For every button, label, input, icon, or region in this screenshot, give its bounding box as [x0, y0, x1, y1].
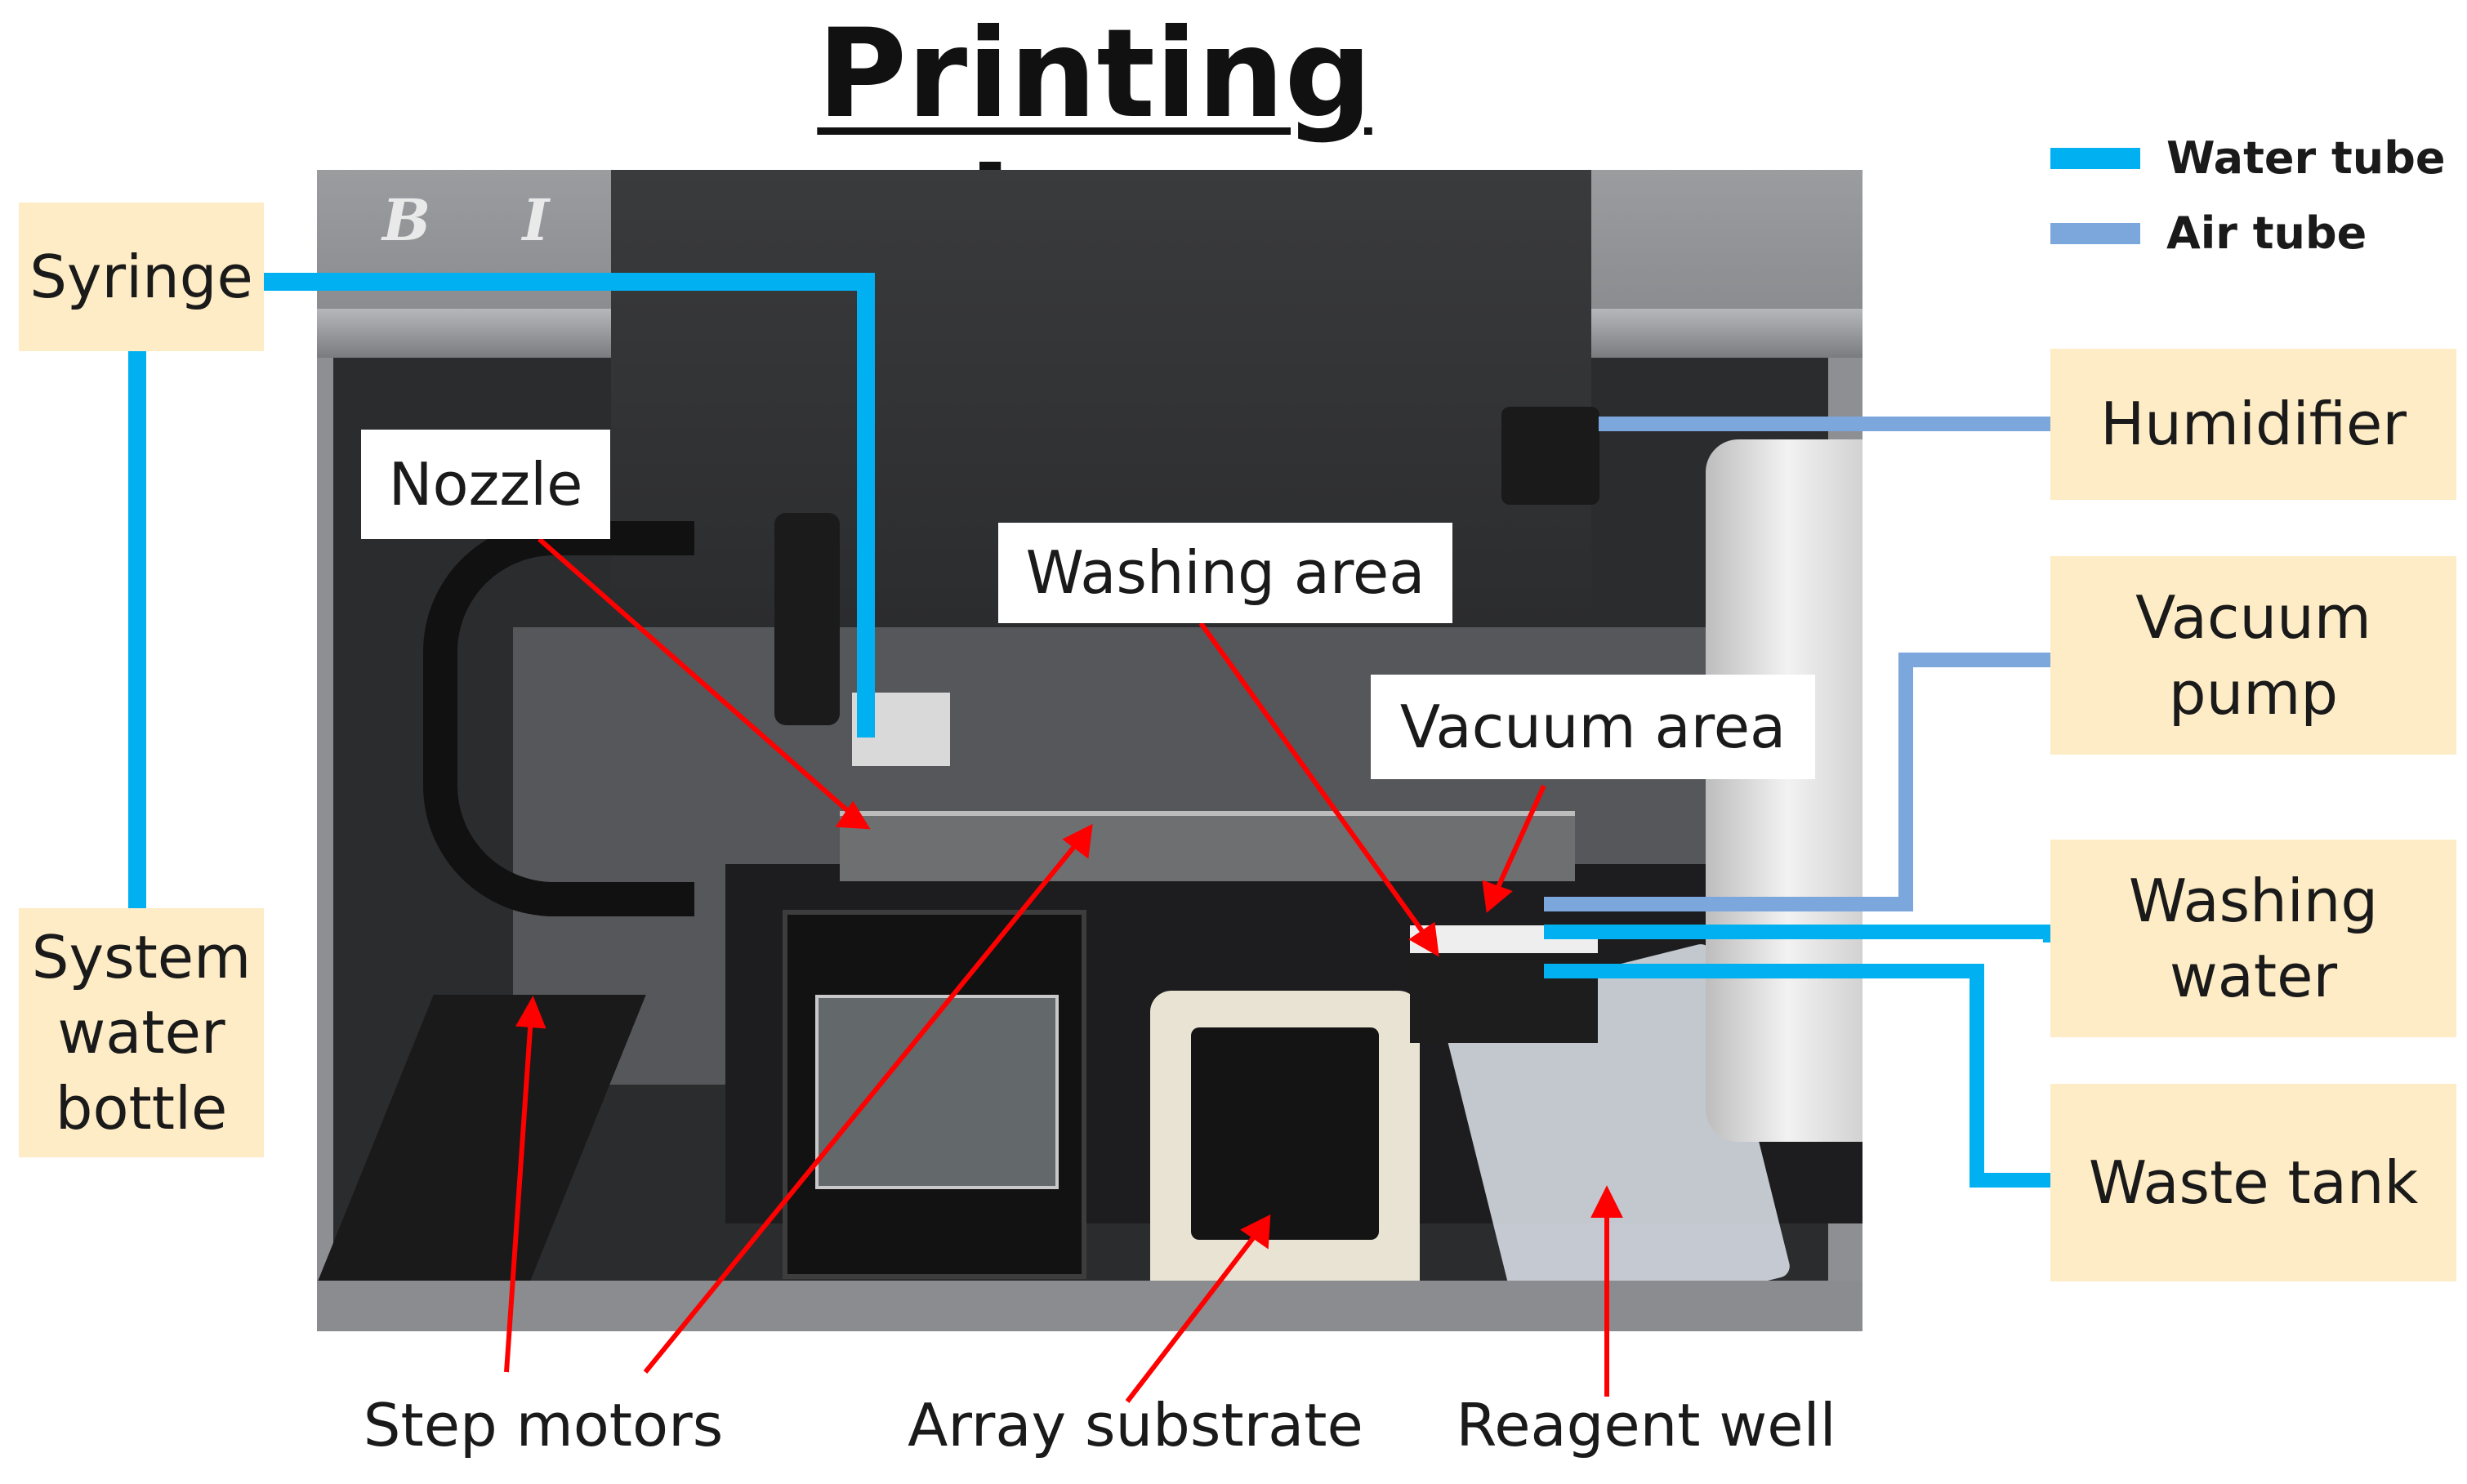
system-water-bottle-line-2: water [57, 998, 225, 1067]
frame-bottom [317, 1281, 1863, 1331]
glass-slide [815, 995, 1059, 1189]
vacuum-pump-line-2: pump [2168, 658, 2339, 728]
waste-tank-label: Waste tank [2050, 1084, 2456, 1281]
washing-water-label: Washing water [2050, 840, 2456, 1037]
legend-air-tube-label: Air tube [2166, 207, 2367, 259]
x-axis-rail [840, 811, 1575, 881]
air-tube-swatch [2050, 222, 2140, 244]
plate-holder-inner [1191, 1027, 1379, 1240]
step-motors-label: Step motors [363, 1390, 724, 1459]
nozzle-label: Nozzle [361, 430, 610, 539]
nozzle-block [852, 693, 950, 766]
humidifier-label: Humidifier [2050, 349, 2456, 500]
washing-water-line-2: water [2169, 942, 2338, 1010]
system-water-bottle-line-3: bottle [55, 1073, 228, 1143]
water-tube-swatch [2050, 147, 2140, 169]
humidifier-port [1501, 407, 1599, 505]
diagram-title: Printing box [817, 3, 1372, 283]
vacuum-area-label: Vacuum area [1371, 675, 1815, 779]
print-head [774, 513, 840, 725]
cable-chain [423, 521, 694, 916]
system-water-bottle-line-1: System [31, 923, 252, 992]
wash-station [1410, 925, 1598, 1043]
washing-area-label: Washing area [998, 523, 1452, 623]
syringe-label: Syringe [19, 203, 264, 351]
array-substrate-label: Array substrate [908, 1390, 1363, 1459]
legend-water-tube: Water tube [2050, 132, 2445, 184]
reagent-well-label: Reagent well [1456, 1390, 1836, 1459]
legend-water-tube-label: Water tube [2166, 132, 2446, 184]
humidifier-bottle [1706, 439, 1863, 1142]
vacuum-pump-line-1: Vacuum [2135, 583, 2371, 653]
washing-water-line-1: Washing [2128, 866, 2379, 935]
vacuum-pump-label: Vacuum pump [2050, 556, 2456, 755]
system-water-bottle-label: System water bottle [19, 908, 264, 1157]
legend-air-tube: Air tube [2050, 207, 2367, 259]
